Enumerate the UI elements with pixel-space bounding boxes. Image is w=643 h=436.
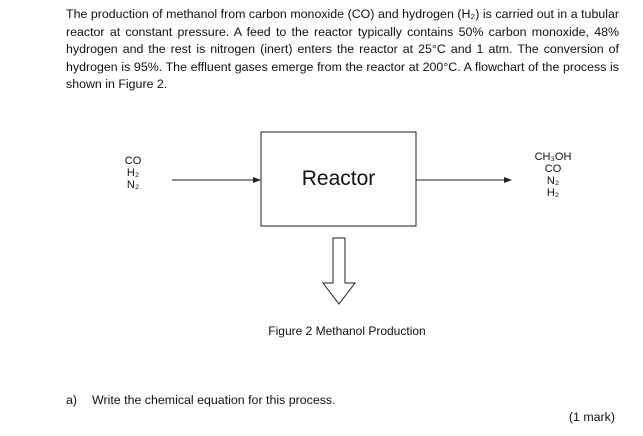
effluent-stream-components: CH₃OH CO N₂ H₂ (528, 151, 578, 199)
figure-caption: Figure 2 Methanol Production (268, 324, 426, 338)
reactor-label: Reactor (301, 167, 376, 190)
heat-output-arrow (321, 237, 357, 305)
effluent-component-n2: N₂ (546, 175, 560, 187)
problem-statement: The production of methanol from carbon m… (66, 7, 619, 91)
effluent-component-h2: H₂ (546, 187, 560, 199)
feed-component-co: CO (124, 155, 142, 167)
feed-component-n2: N₂ (126, 179, 140, 191)
reactor-box (260, 131, 417, 227)
effluent-component-ch3oh: CH₃OH (534, 151, 572, 163)
feed-component-h2: H₂ (126, 167, 140, 179)
question-text: Write the chemical equation for this pro… (92, 393, 336, 407)
feed-arrow (172, 177, 261, 183)
effluent-arrow (416, 177, 512, 183)
feed-stream-components: CO H₂ N₂ (118, 155, 148, 191)
question-a: a) Write the chemical equation for this p… (66, 393, 336, 407)
question-number: a) (66, 393, 78, 407)
question-marks: (1 mark) (568, 410, 615, 424)
effluent-component-co: CO (544, 163, 562, 175)
